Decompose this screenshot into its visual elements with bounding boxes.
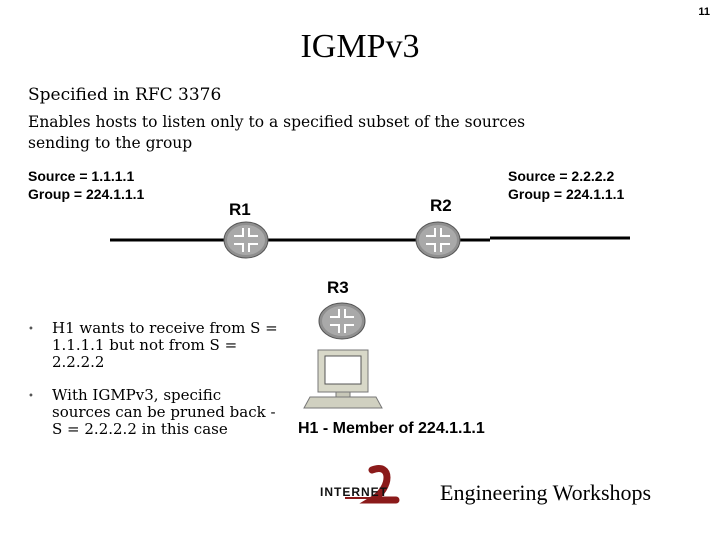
router-r1-icon: [223, 221, 269, 259]
source-right-block: Source = 2.2.2.2 Group = 224.1.1.1: [508, 167, 624, 203]
host-computer-icon: [303, 349, 383, 409]
router-r3-icon: [318, 302, 366, 340]
subtitle: Specified in RFC 3376: [28, 85, 222, 105]
bullet-text: H1 wants to receive from S = 1.1.1.1 but…: [52, 319, 278, 371]
source-left-block: Source = 1.1.1.1 Group = 224.1.1.1: [28, 167, 144, 203]
router-r3-label: R3: [327, 278, 349, 297]
bullet-icon: •: [28, 324, 34, 335]
footer-text: Engineering Workshops: [440, 480, 652, 505]
source-left-label: Source = 1.1.1.1: [28, 168, 135, 184]
bullet-icon: •: [28, 391, 34, 402]
router-r2-label: R2: [430, 196, 452, 215]
description: Enables hosts to listen only to a specif…: [28, 113, 526, 152]
bullet-item: • With IGMPv3, specific sources can be p…: [28, 387, 278, 438]
router-r1-label: R1: [229, 200, 251, 219]
bullet-item: • H1 wants to receive from S = 1.1.1.1 b…: [28, 320, 278, 371]
router-r2-icon: [415, 221, 461, 259]
page-title: IGMPv3: [300, 28, 420, 65]
host-label: H1 - Member of 224.1.1.1: [298, 420, 485, 437]
bullet-text: With IGMPv3, specific sources can be pru…: [52, 386, 276, 438]
internet2-logo-icon: INTERNET: [320, 465, 400, 504]
svg-text:INTERNET: INTERNET: [320, 485, 388, 499]
source-right-label: Source = 2.2.2.2: [508, 168, 615, 184]
group-left-label: Group = 224.1.1.1: [28, 186, 145, 202]
group-right-label: Group = 224.1.1.1: [508, 186, 625, 202]
slide-number: 11: [698, 6, 710, 18]
